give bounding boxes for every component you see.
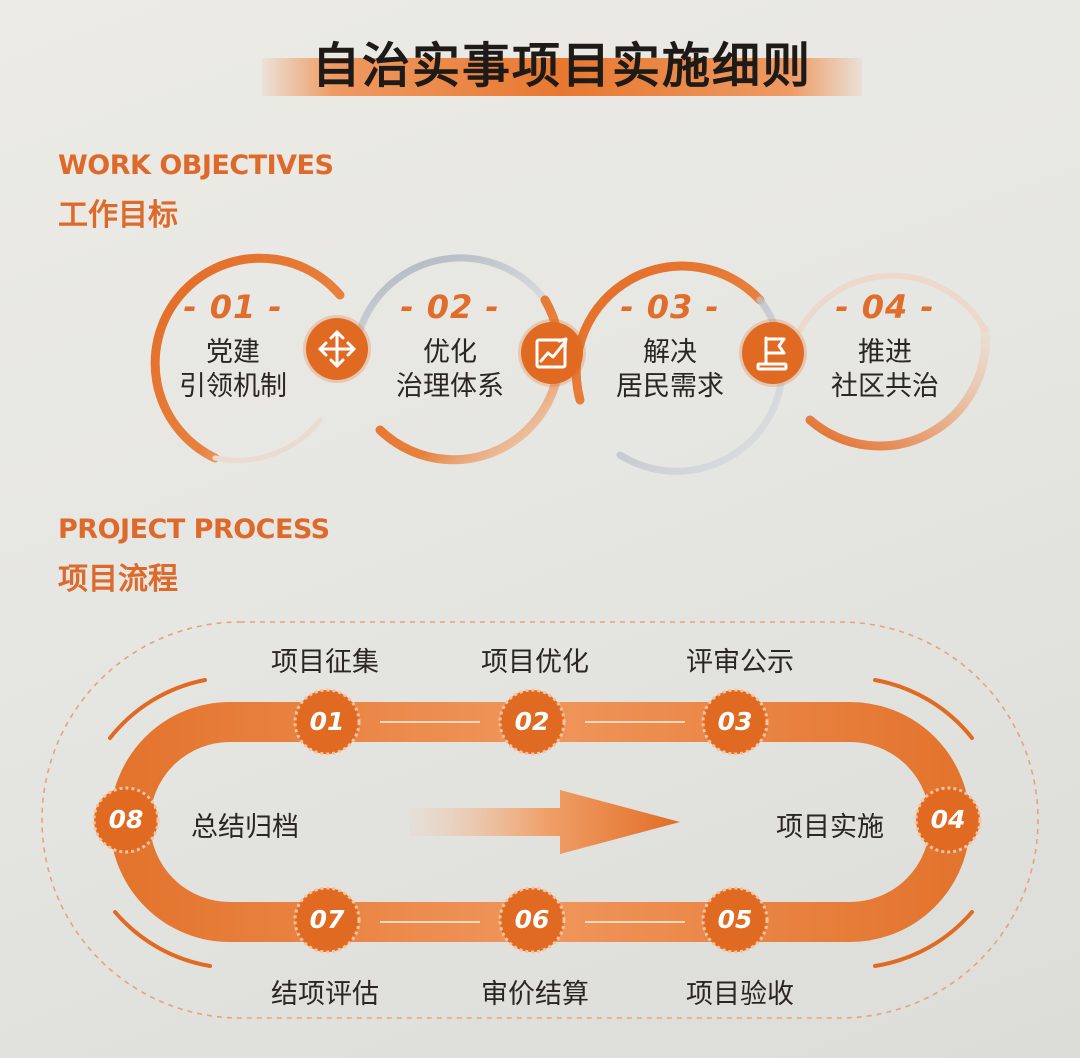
objective-03-line1: 解决 xyxy=(643,337,697,368)
step-04-label: 项目实施 xyxy=(776,812,884,843)
step-01-node xyxy=(293,688,361,756)
objective-04-number: - 04 - xyxy=(835,288,935,326)
deco-arc-top-right xyxy=(873,678,974,740)
objective-01-number: - 01 - xyxy=(183,288,283,326)
deco-arc-bottom-right xyxy=(873,910,974,968)
move-arrows-icon xyxy=(306,318,368,380)
step-05-node xyxy=(701,886,769,954)
title-highlight-bar xyxy=(262,58,862,96)
step-04-node xyxy=(914,786,982,854)
flag-icon xyxy=(742,322,804,384)
ring-01-arc xyxy=(150,253,345,463)
objective-02-line2: 治理体系 xyxy=(396,371,504,402)
step-08-label: 总结归档 xyxy=(191,812,299,843)
step-07-label: 结项评估 xyxy=(271,979,379,1010)
step-07-node xyxy=(293,886,361,954)
objective-03-line2: 居民需求 xyxy=(616,371,724,402)
step-06-number: 06 xyxy=(514,905,550,934)
step-01-label: 项目征集 xyxy=(271,647,379,678)
objectives-heading-cn: 工作目标 xyxy=(58,198,178,233)
ring-02-arc-gray xyxy=(356,254,549,334)
step-03-label: 评审公示 xyxy=(686,647,794,678)
process-nodes xyxy=(92,688,982,954)
process-heading-cn: 项目流程 xyxy=(58,562,178,597)
deco-arc-top-left xyxy=(108,678,207,740)
center-arrow xyxy=(410,790,680,854)
ring-01-arc-light xyxy=(212,417,323,463)
ring-04-arc-light xyxy=(797,272,988,333)
step-02-number: 02 xyxy=(514,707,550,736)
step-04-number: 04 xyxy=(930,805,966,834)
objective-04-line1: 推进 xyxy=(858,337,912,368)
dashed-outline xyxy=(41,621,1039,1019)
objective-01-line1: 党建 xyxy=(206,337,260,368)
objective-04-line2: 社区共治 xyxy=(831,371,939,402)
ring-04-arc xyxy=(805,325,990,451)
step-05-label: 项目验收 xyxy=(686,979,794,1010)
trend-chart-icon xyxy=(521,322,583,384)
objective-03-number: - 03 - xyxy=(620,288,720,326)
step-08-node xyxy=(92,786,160,854)
step-01-number: 01 xyxy=(309,707,345,736)
step-08-number: 08 xyxy=(108,805,144,834)
step-06-label: 审价结算 xyxy=(481,979,589,1010)
objectives-heading-en: WORK OBJECTIVES xyxy=(58,150,334,181)
objective-02-number: - 02 - xyxy=(400,288,500,326)
step-06-node xyxy=(498,886,566,954)
objective-02-line1: 优化 xyxy=(423,337,477,368)
step-03-number: 03 xyxy=(717,707,753,736)
step-07-number: 07 xyxy=(309,905,345,934)
page-title: 自治实事项目实施细则 xyxy=(311,38,812,94)
step-03-node xyxy=(701,688,769,756)
step-02-label: 项目优化 xyxy=(481,647,589,678)
step-02-node xyxy=(498,688,566,756)
deco-arc-bottom-left xyxy=(113,910,212,968)
step-05-number: 05 xyxy=(717,905,753,934)
objective-01-line2: 引领机制 xyxy=(179,371,287,402)
process-loop xyxy=(110,702,970,942)
process-heading-en: PROJECT PROCESS xyxy=(58,514,330,545)
